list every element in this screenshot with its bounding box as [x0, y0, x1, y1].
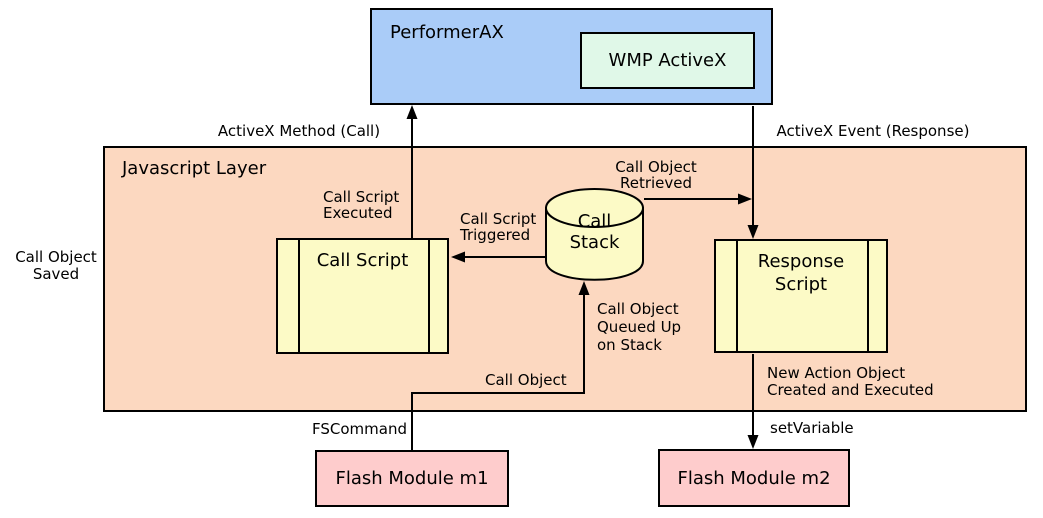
setvariable-label: setVariable: [770, 419, 854, 437]
call-object-queued-label: Call Object Queued Up on Stack: [597, 300, 681, 354]
call-script-triggered-label: Call Script Triggered: [460, 211, 536, 243]
call-script-left-bar: [298, 240, 300, 352]
call-script-title: Call Script: [316, 250, 409, 271]
call-object-queued-line2: Queued Up: [597, 318, 682, 336]
call-object-queued-line1: Call Object: [597, 300, 679, 318]
call-object-saved-label: Call Object Saved: [8, 249, 104, 283]
wmp-activex-box: WMP ActiveX: [580, 32, 755, 89]
performerax-title: PerformerAX: [390, 22, 504, 43]
response-script-title-line2: Script: [774, 274, 828, 295]
call-stack-title: Call Stack: [546, 211, 643, 253]
performerax-box: PerformerAX WMP ActiveX: [370, 8, 773, 105]
fscommand-label: FSCommand: [312, 420, 407, 438]
response-script-title-line1: Response: [757, 251, 845, 272]
new-action-object-line2: Created and Executed: [767, 381, 934, 399]
response-script-right-bar: [867, 241, 869, 351]
call-script-executed-line2: Executed: [323, 204, 393, 222]
call-object-retrieved-label: Call Object Retrieved: [594, 159, 718, 191]
response-script-title: Response Script: [716, 250, 886, 296]
call-object-retrieved-line1: Call Object: [615, 158, 697, 176]
call-object-queued-line3: on Stack: [597, 336, 662, 354]
call-script-box: Call Script: [276, 238, 449, 354]
activex-method-label: ActiveX Method (Call): [217, 122, 381, 140]
call-object-label: Call Object: [485, 371, 567, 389]
call-stack-title-line1: Call: [577, 211, 612, 232]
flash-module-m1-box: Flash Module m1: [315, 450, 509, 507]
javascript-layer-title: Javascript Layer: [122, 158, 267, 179]
call-object-saved-line1: Call Object: [15, 248, 97, 266]
activex-event-label: ActiveX Event (Response): [776, 122, 970, 140]
flash-module-m1-label: Flash Module m1: [335, 468, 489, 489]
flash-module-m2-label: Flash Module m2: [677, 467, 831, 489]
wmp-activex-label: WMP ActiveX: [608, 50, 727, 71]
new-action-object-line1: New Action Object: [767, 364, 906, 382]
call-stack-title-line2: Stack: [569, 232, 620, 253]
call-script-executed-label: Call Script Executed: [323, 189, 399, 221]
call-script-triggered-line2: Triggered: [460, 226, 531, 244]
response-script-box: Response Script: [714, 239, 888, 353]
call-object-saved-line2: Saved: [32, 265, 80, 283]
flash-module-m2-box: Flash Module m2: [658, 449, 850, 507]
response-script-left-bar: [736, 241, 738, 351]
call-script-executed-line1: Call Script: [323, 188, 400, 206]
call-script-triggered-line1: Call Script: [460, 210, 537, 228]
call-object-retrieved-line2: Retrieved: [619, 174, 693, 192]
new-action-object-label: New Action Object Created and Executed: [767, 365, 934, 399]
